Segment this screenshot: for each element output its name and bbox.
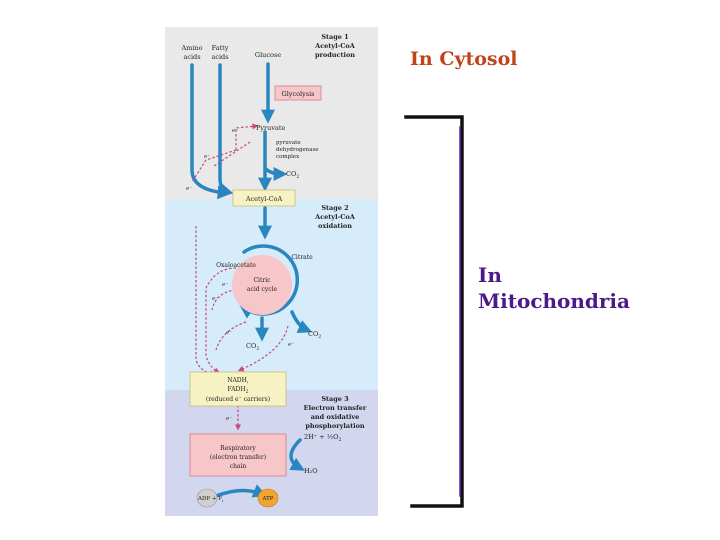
glycolysis-box bbox=[274, 85, 322, 101]
svg-text:complex: complex bbox=[276, 154, 300, 160]
respiratory-chain-label: Respiratory (electron transfer) chain bbox=[210, 445, 266, 470]
svg-text:and oxidative: and oxidative bbox=[311, 413, 360, 421]
oxygen-equation: 2H⁺ + ½O2 bbox=[304, 433, 341, 443]
svg-text:e⁻: e⁻ bbox=[186, 186, 192, 192]
mitochondria-label-line2: Mitochondria bbox=[478, 289, 630, 313]
svg-text:acid cycle: acid cycle bbox=[247, 286, 278, 293]
atp-label: ATP bbox=[261, 496, 273, 502]
atp-node bbox=[257, 488, 279, 508]
svg-text:e⁻: e⁻ bbox=[222, 282, 228, 288]
acetylcoa-label: Acetyl-CoA bbox=[245, 195, 283, 203]
acetylcoa-box bbox=[232, 189, 296, 207]
citric-acid-cycle-label: Citric acid cycle bbox=[247, 277, 278, 293]
svg-text:pyruvate: pyruvate bbox=[276, 140, 301, 146]
co2-cycle-bottom-label: CO2 bbox=[246, 342, 259, 352]
svg-text:phosphorylation: phosphorylation bbox=[305, 422, 365, 430]
svg-text:Electron transfer: Electron transfer bbox=[304, 404, 367, 412]
stage3-heading: Stage 3 Electron transfer and oxidative … bbox=[304, 395, 367, 430]
pyruvate-label: Pyruvate bbox=[256, 124, 285, 132]
glycolysis-label: Glycolysis bbox=[282, 90, 315, 98]
co2-cycle-right-label: CO2 bbox=[308, 330, 321, 340]
fatty-acid-arrow bbox=[218, 63, 234, 197]
svg-text:(reduced e⁻ carriers): (reduced e⁻ carriers) bbox=[206, 396, 270, 403]
adp-label: ADP + Pi bbox=[197, 496, 224, 503]
mitochondria-label-line1: In bbox=[478, 263, 502, 287]
electron-labels: e⁻ e⁻ e⁻ e⁻ e⁻ e⁻ e⁻ e⁻ bbox=[186, 128, 294, 422]
amino-acids-label: Amino acids bbox=[180, 44, 202, 61]
svg-text:(electron transfer): (electron transfer) bbox=[210, 454, 266, 461]
svg-text:e⁻: e⁻ bbox=[212, 296, 218, 302]
svg-text:Stage 2: Stage 2 bbox=[321, 204, 348, 212]
respiratory-chain-box bbox=[189, 433, 287, 477]
pdh-complex-label: pyruvate dehydrogenase complex bbox=[276, 140, 319, 160]
pathway-arrows bbox=[190, 62, 313, 498]
reduced-carriers-box bbox=[189, 371, 287, 407]
svg-text:Respiratory: Respiratory bbox=[220, 445, 256, 452]
svg-text:Acetyl-CoA: Acetyl-CoA bbox=[314, 42, 356, 50]
co2-branch-arrow bbox=[263, 166, 288, 181]
water-formation-arrow bbox=[289, 438, 305, 471]
mitochondria-label: In Mitochondria bbox=[478, 262, 638, 314]
stage2-heading: Stage 2 Acetyl-CoA oxidation bbox=[314, 204, 356, 230]
svg-text:e⁻: e⁻ bbox=[226, 330, 232, 336]
svg-text:e⁻: e⁻ bbox=[204, 154, 210, 160]
svg-text:Amino: Amino bbox=[180, 44, 202, 52]
svg-text:e⁻: e⁻ bbox=[288, 342, 294, 348]
co2-stage1-label: CO2 bbox=[286, 170, 299, 180]
adp-node bbox=[196, 488, 218, 508]
svg-text:Fatty: Fatty bbox=[212, 44, 229, 52]
stage1-heading: Stage 1 Acetyl-CoA production bbox=[314, 33, 356, 59]
mitochondria-bracket bbox=[404, 115, 464, 508]
citrate-label: Citrate bbox=[291, 254, 313, 261]
svg-text:e⁻: e⁻ bbox=[232, 128, 238, 134]
svg-text:Citric: Citric bbox=[253, 277, 271, 284]
reduced-carriers-label: NADH, FADH2 (reduced e⁻ carriers) bbox=[206, 377, 270, 403]
svg-text:production: production bbox=[315, 51, 355, 59]
svg-text:FADH2: FADH2 bbox=[228, 386, 249, 395]
water-label: H₂O bbox=[304, 467, 318, 475]
svg-text:Acetyl-CoA: Acetyl-CoA bbox=[314, 213, 356, 221]
svg-text:acids: acids bbox=[183, 53, 200, 61]
glucose-label: Glucose bbox=[255, 51, 281, 59]
atp-synthesis-arrow bbox=[214, 484, 268, 498]
svg-text:oxidation: oxidation bbox=[318, 222, 352, 230]
svg-text:acids: acids bbox=[211, 53, 228, 61]
cytosol-label: In Cytosol bbox=[410, 48, 518, 70]
svg-text:dehydrogenase: dehydrogenase bbox=[276, 147, 319, 153]
svg-text:Stage 1: Stage 1 bbox=[321, 33, 348, 41]
oxaloacetate-label: Oxaloacetate bbox=[216, 262, 256, 269]
svg-text:Stage 3: Stage 3 bbox=[321, 395, 349, 403]
svg-text:chain: chain bbox=[230, 463, 247, 470]
cycle-co2-right-arrow bbox=[290, 310, 313, 333]
citric-acid-cycle bbox=[232, 255, 292, 315]
fatty-acids-label: Fatty acids bbox=[211, 44, 228, 61]
svg-text:e⁻: e⁻ bbox=[226, 416, 232, 422]
svg-text:NADH,: NADH, bbox=[227, 377, 249, 384]
